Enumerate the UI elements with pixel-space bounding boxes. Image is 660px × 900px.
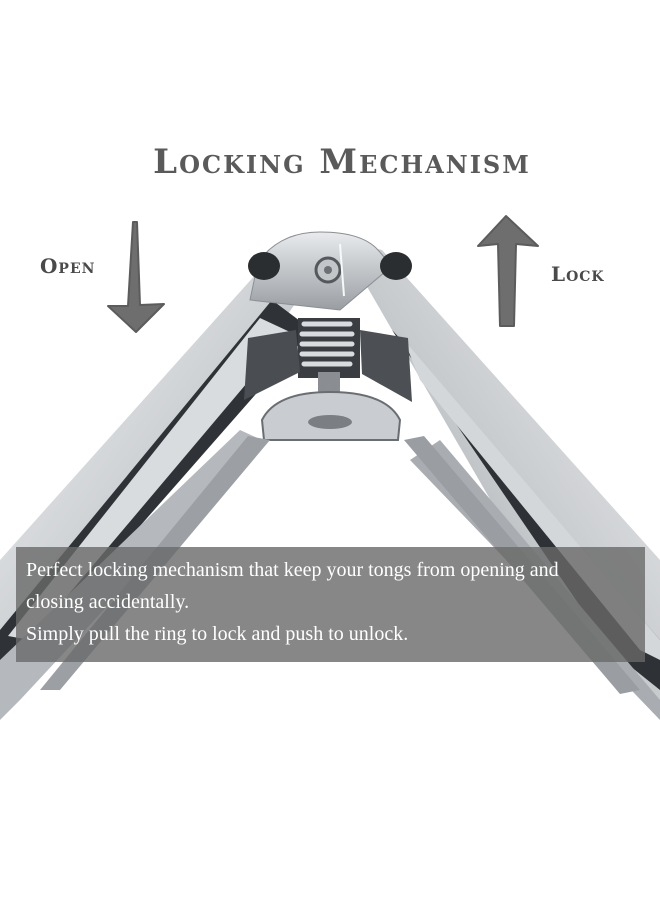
arrow-down-icon (107, 221, 165, 333)
open-label: Open (40, 254, 96, 278)
caption-line-2: closing accidentally. (26, 591, 190, 613)
page-title: Locking Mechanism (153, 142, 531, 182)
lock-label: Lock (551, 262, 605, 286)
caption-line-3: Simply pull the ring to lock and push to… (26, 623, 409, 645)
caption-line-1: Perfect locking mechanism that keep your… (26, 559, 559, 581)
caption-box: Perfect locking mechanism that keep your… (16, 547, 645, 662)
arrow-up-icon (477, 215, 539, 327)
hinge-plate (248, 231, 412, 311)
spring-mechanism (244, 318, 412, 441)
